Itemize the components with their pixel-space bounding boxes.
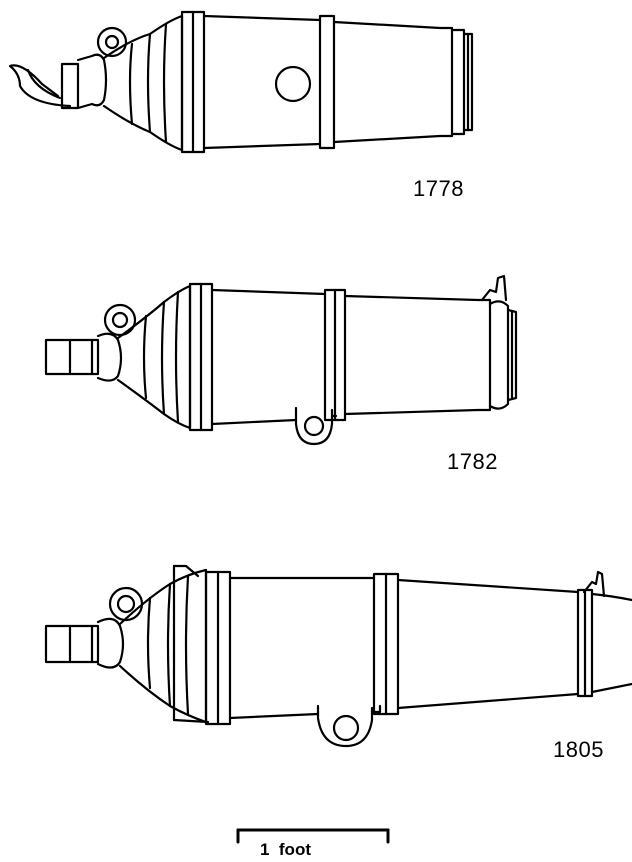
cannon-1805-drawing	[44, 564, 632, 748]
cannon-1782-drawing	[44, 274, 518, 446]
cannon-1778-drawing	[8, 10, 474, 154]
scale-bar-label: 1 foot	[260, 840, 311, 859]
scale-bar	[236, 828, 390, 844]
cannon-1805-label: 1805	[553, 737, 604, 762]
cannon-1778-label: 1778	[413, 176, 464, 201]
cannon-1782-label: 1782	[447, 449, 498, 474]
